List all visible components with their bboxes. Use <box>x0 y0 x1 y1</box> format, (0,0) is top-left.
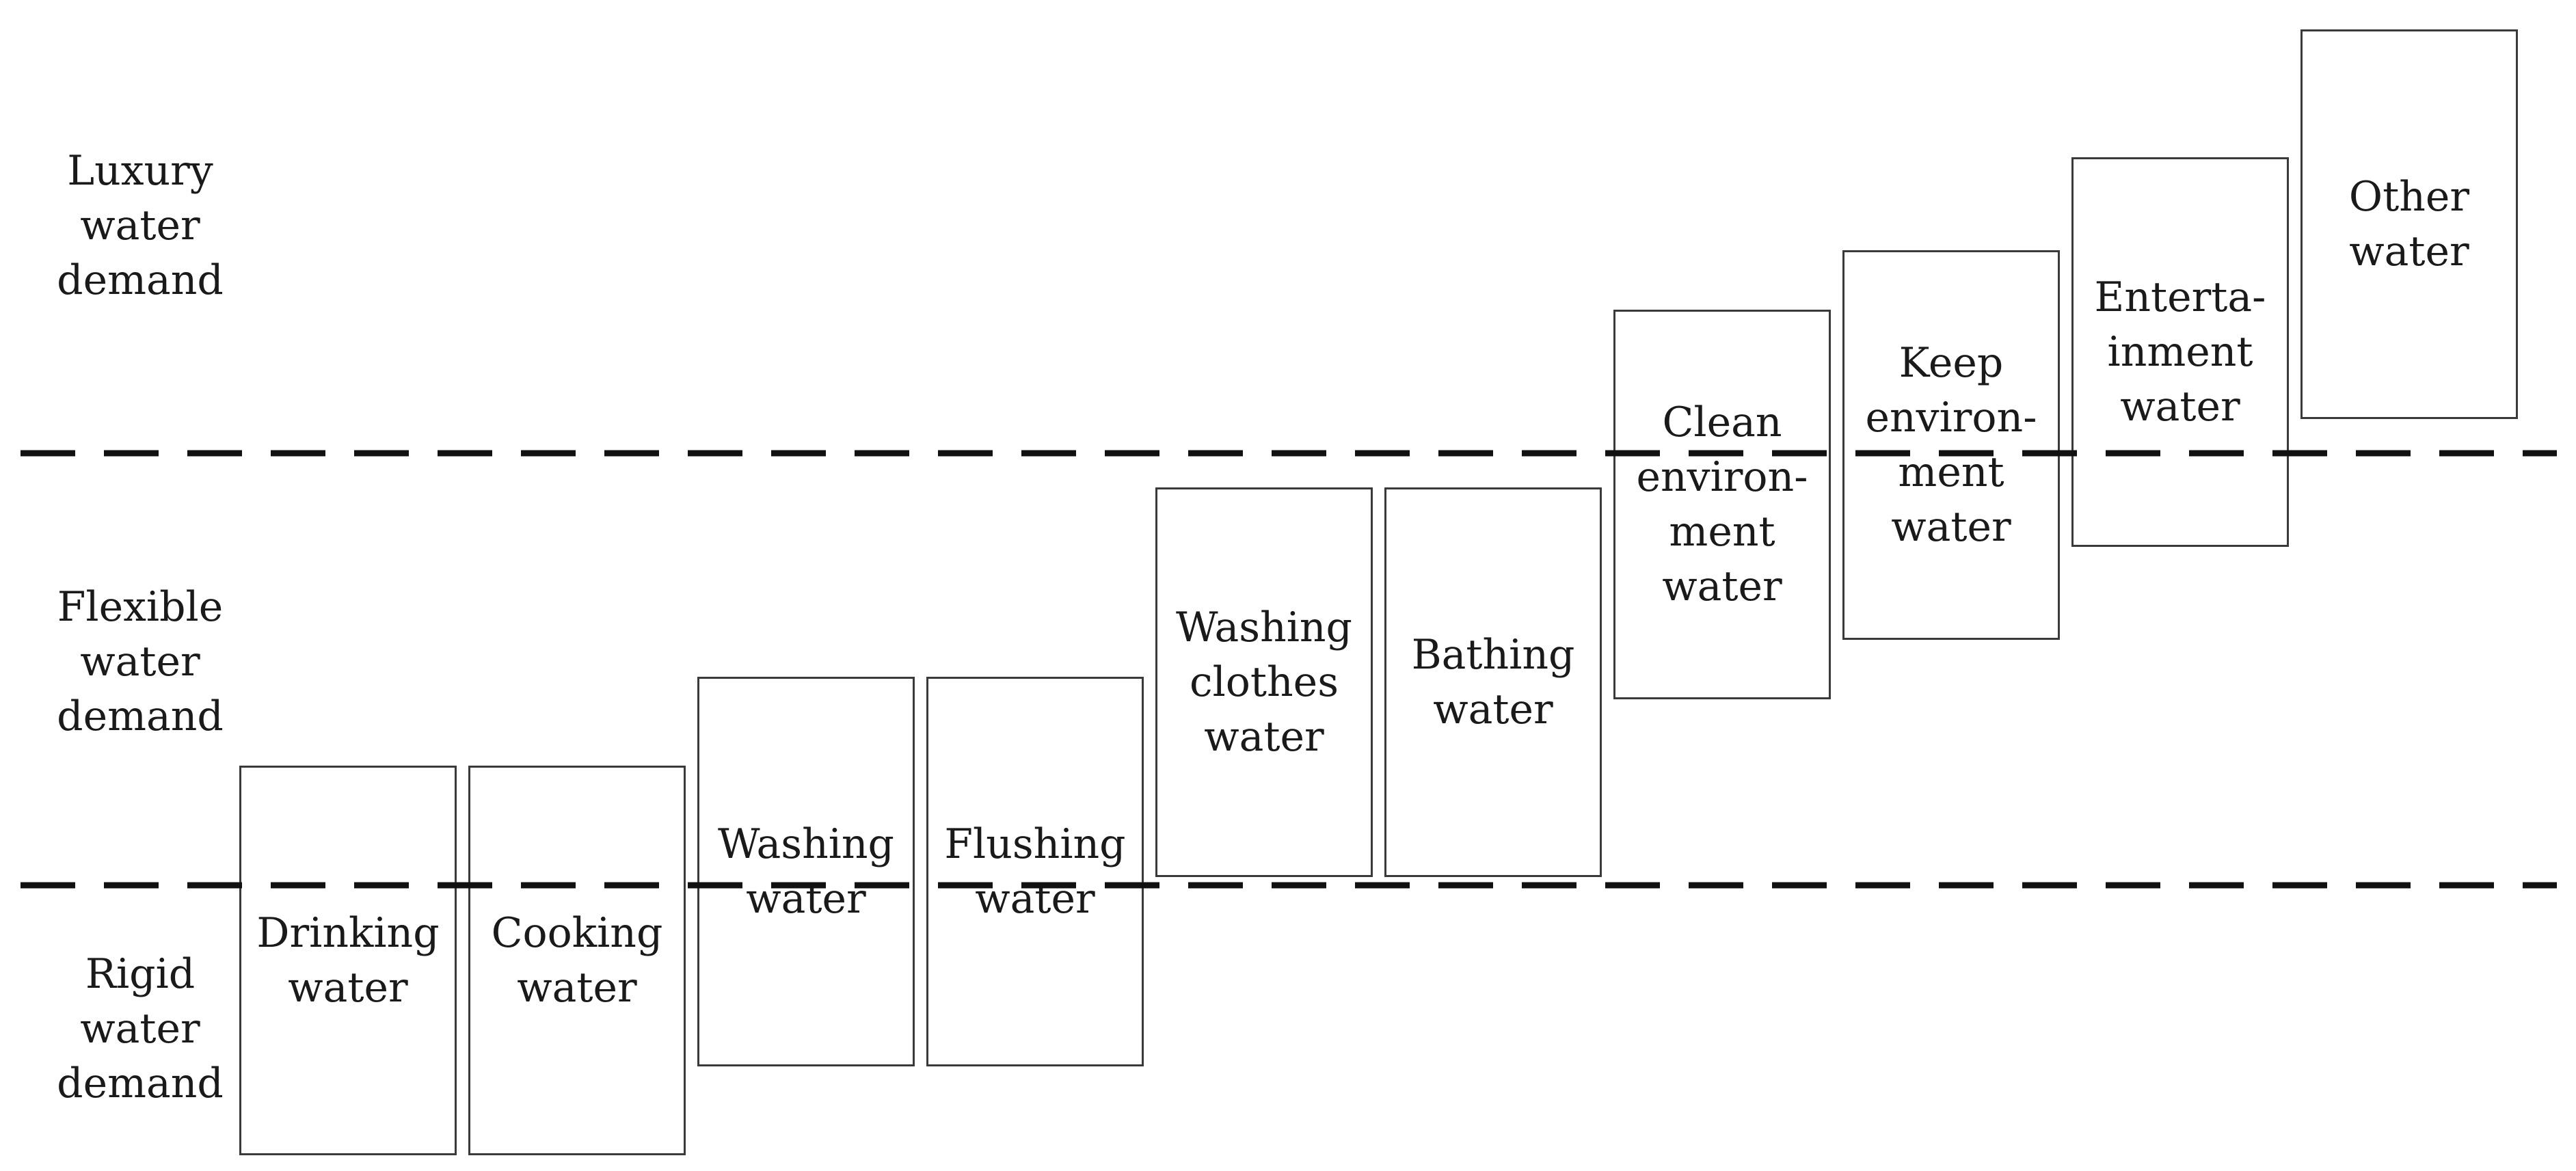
box-clean-environment-line-4: water <box>1662 563 1782 610</box>
box-keep-environment-line-1: Keep <box>1899 339 2004 387</box>
box-other-line-1: Other <box>2348 173 2470 221</box>
box-clean-environment-line-1: Clean <box>1662 399 1782 446</box>
box-washing-line-1: Washing <box>718 820 894 868</box>
box-entertainment-water: Enterta- inment water <box>2071 157 2289 547</box>
box-keep-environment-line-4: water <box>1891 503 2011 551</box>
box-keep-environment-line-2: environ- <box>1865 394 2037 442</box>
box-drinking-label: Drinking water <box>256 906 439 1015</box>
box-other-label: Other water <box>2349 170 2469 279</box>
box-cooking-water: Cooking water <box>468 766 686 1155</box>
tier-rigid-line-2: water <box>80 1005 200 1053</box>
box-flushing-line-2: water <box>975 875 1095 923</box>
box-bathing-line-1: Bathing <box>1411 631 1575 679</box>
box-drinking-line-2: water <box>288 964 408 1012</box>
box-washing-line-2: water <box>746 875 866 923</box>
box-flushing-line-1: Flushing <box>944 820 1126 868</box>
tier-flexible-line-3: demand <box>57 692 224 740</box>
box-drinking-water: Drinking water <box>239 766 457 1155</box>
tier-rigid-line-3: demand <box>57 1060 224 1107</box>
tier-rigid-line-1: Rigid <box>85 950 196 998</box>
box-clean-environment-label: Clean environ- ment water <box>1637 395 1808 614</box>
tier-label-flexible: Flexible water demand <box>31 580 250 744</box>
box-washing-clothes-line-3: water <box>1204 713 1324 761</box>
box-washing-clothes-water: Washing clothes water <box>1155 487 1373 877</box>
tier-flexible-line-1: Flexible <box>57 583 224 631</box>
box-cooking-line-2: water <box>517 964 637 1012</box>
tier-luxury-line-2: water <box>80 202 200 250</box>
box-cooking-label: Cooking water <box>492 906 663 1015</box>
box-other-water: Other water <box>2300 29 2518 419</box>
tier-luxury-line-3: demand <box>57 256 224 304</box>
box-clean-environment-line-3: ment <box>1669 508 1775 556</box>
box-entertainment-line-3: water <box>2120 383 2240 431</box>
box-flushing-label: Flushing water <box>944 817 1125 926</box>
box-drinking-line-1: Drinking <box>256 909 440 957</box>
box-bathing-water: Bathing water <box>1384 487 1602 877</box>
box-entertainment-label: Enterta- inment water <box>2095 270 2266 434</box>
box-keep-environment-water: Keep environ- ment water <box>1842 250 2060 640</box>
tier-luxury-line-1: Luxury <box>67 147 213 195</box>
box-cooking-line-1: Cooking <box>491 909 663 957</box>
tier-flexible-line-2: water <box>80 638 200 686</box>
box-washing-label: Washing water <box>718 817 894 926</box>
box-keep-environment-line-3: ment <box>1898 448 2004 496</box>
box-flushing-water: Flushing water <box>926 677 1144 1066</box>
box-clean-environment-line-2: environ- <box>1636 453 1808 501</box>
box-keep-environment-label: Keep environ- ment water <box>1866 336 2037 554</box>
box-bathing-label: Bathing water <box>1412 628 1575 737</box>
tier-label-rigid: Rigid water demand <box>31 947 250 1111</box>
box-washing-water: Washing water <box>697 677 915 1066</box>
box-clean-environment-water: Clean environ- ment water <box>1613 310 1831 699</box>
box-washing-clothes-line-2: clothes <box>1190 658 1339 706</box>
box-washing-clothes-line-1: Washing <box>1176 604 1352 651</box>
box-entertainment-line-2: inment <box>2107 328 2253 376</box>
box-washing-clothes-label: Washing clothes water <box>1176 600 1352 764</box>
tier-label-luxury: Luxury water demand <box>31 144 250 308</box>
box-entertainment-line-1: Enterta- <box>2094 273 2266 321</box>
box-bathing-line-2: water <box>1433 686 1553 733</box>
box-other-line-2: water <box>2349 228 2469 275</box>
